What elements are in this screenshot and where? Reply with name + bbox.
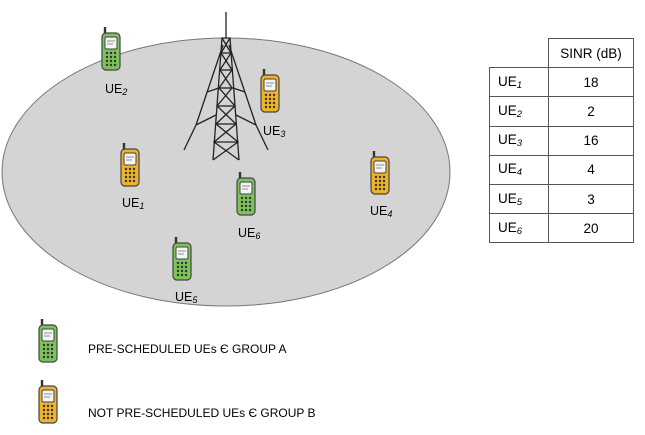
- table-row: UE2 2: [489, 96, 634, 127]
- table-corner-cell: [490, 39, 549, 68]
- ue-cell: UE5: [489, 183, 549, 215]
- ue-cell: UE3: [489, 125, 549, 156]
- ue-phone-icon: [120, 141, 140, 192]
- ue-label: UE5: [175, 290, 198, 305]
- sinr-value: 2: [548, 96, 634, 127]
- ue-phone-icon: [236, 170, 256, 221]
- ue-label: UE6: [238, 226, 261, 241]
- table-row: UE5 3: [489, 183, 634, 215]
- sinr-value: 4: [548, 154, 634, 185]
- ue-cell: UE6: [489, 213, 549, 244]
- sinr-value: 20: [548, 213, 634, 244]
- sinr-value: 3: [548, 183, 634, 215]
- ue-label: UE2: [105, 82, 128, 97]
- sinr-column-header: SINR (dB): [548, 37, 634, 69]
- ue-label: UE1: [122, 196, 145, 211]
- ue-phone-icon: [370, 149, 390, 200]
- legend-group-b-phone-icon: [38, 378, 58, 429]
- ue-phone-icon: [172, 235, 192, 286]
- ue-phone-icon: [260, 67, 280, 118]
- table-row: UE3 16: [489, 125, 634, 156]
- sinr-table: SINR (dB) UE1 18 UE2 2 UE3 16 UE4 4 UE5 …: [489, 37, 634, 244]
- table-row: UE1 18: [489, 67, 634, 98]
- legend-group-a-label: PRE-SCHEDULED UEs Є GROUP A: [88, 342, 287, 356]
- legend-group-a-phone-icon: [38, 317, 58, 368]
- ue-phone-icon: [101, 25, 121, 76]
- legend-group-b-label: NOT PRE-SCHEDULED UEs Є GROUP B: [88, 406, 316, 420]
- sinr-value: 16: [548, 125, 634, 156]
- ue-cell: UE1: [489, 67, 549, 98]
- table-row: UE4 4: [489, 154, 634, 185]
- table-row: UE6 20: [489, 213, 634, 244]
- base-station-tower-icon: [183, 12, 269, 161]
- ue-label: UE3: [263, 124, 286, 139]
- sinr-value: 18: [548, 67, 634, 98]
- ue-cell: UE2: [489, 96, 549, 127]
- ue-label: UE4: [370, 204, 393, 219]
- ue-cell: UE4: [489, 154, 549, 185]
- table-header-row: SINR (dB): [490, 37, 634, 69]
